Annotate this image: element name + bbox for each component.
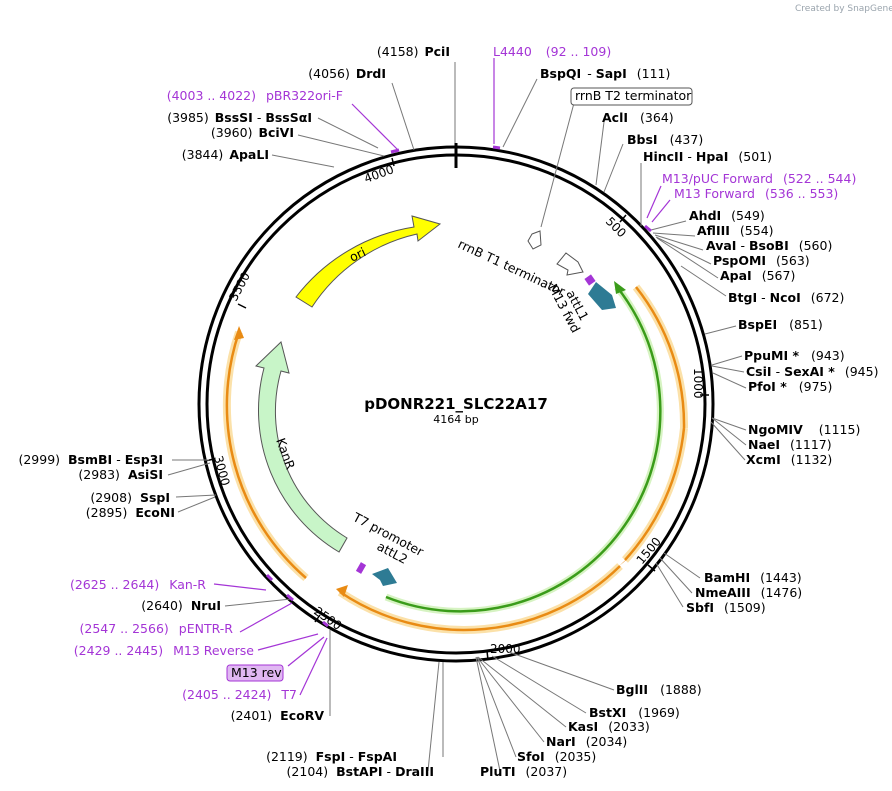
primer-m13-rev: M13 rev <box>231 665 282 680</box>
orf-arcs <box>222 284 689 634</box>
site-nari: NarI(2034) <box>546 734 627 749</box>
primer-marks <box>265 145 652 628</box>
primer-l4440: L4440(92 .. 109) <box>493 44 611 59</box>
site-apai: ApaI(567) <box>720 268 795 283</box>
site-bamhi: BamHI(1443) <box>704 570 802 585</box>
kanr-arrow <box>255 341 348 553</box>
orf-arrowhead <box>619 554 632 566</box>
orf-arc-left <box>225 331 307 579</box>
site-kasi: KasI(2033) <box>568 719 650 734</box>
site-nrui: (2640)NruI <box>141 598 221 613</box>
site-sbfi: SbfI(1509) <box>686 600 766 615</box>
site-bstapi: (2104)BstAPI-DraIII <box>287 764 434 779</box>
site-apali: (3844)ApaLI <box>182 147 269 162</box>
site-hincii: HincII-HpaI(501) <box>643 149 772 164</box>
snapgene-watermark: Created by SnapGene <box>795 4 892 14</box>
tick-label: 2000 <box>490 642 521 656</box>
site-btgi: BtgI-NcoI(672) <box>728 290 844 305</box>
tick-label: 4000 <box>362 162 395 186</box>
site-bbsi: BbsI(437) <box>627 132 703 147</box>
site-sspi: (2908)SspI <box>90 490 170 505</box>
site-bspqi: BspQI-SapI(111) <box>540 66 670 81</box>
rrnb-t2-terminator-box <box>570 87 693 106</box>
leader-lines <box>167 58 747 772</box>
tick-label: 3500 <box>226 270 253 304</box>
site-ahdi: AhdI(549) <box>689 208 765 223</box>
tick-label: 1000 <box>691 368 705 399</box>
orf-arc-right <box>635 286 686 429</box>
site-pspomi: PspOMI(563) <box>713 253 810 268</box>
orf-arc-lower-right <box>624 427 686 561</box>
orf-green-arc <box>385 286 662 613</box>
tick-label: 500 <box>603 214 629 240</box>
site-pcii: (4158)PciI <box>377 44 450 59</box>
site-aflIII: AflIII(554) <box>697 223 774 238</box>
tick-label: 2500 <box>311 604 344 633</box>
primer-t7: (2405 .. 2424)T7 <box>182 687 297 702</box>
m13-fwd-marker <box>584 274 596 286</box>
orf-arrowhead <box>336 585 348 597</box>
primer-m13-puc-forward: M13/pUC Forward(522 .. 544) <box>662 171 856 186</box>
rrnb-t2-terminator-marker <box>527 230 542 250</box>
site-bglii: BglII(1888) <box>616 682 702 697</box>
tick-marks <box>204 157 709 661</box>
primer-kan-r: (2625 .. 2644)Kan-R <box>70 577 206 592</box>
primer-m13-reverse: (2429 .. 2445)M13 Reverse <box>74 643 254 658</box>
site-drdi: (4056)DrdI <box>308 66 386 81</box>
site-pluti: PluTI(2037) <box>480 764 567 779</box>
site-pfoi: PfoI *(975) <box>748 379 832 394</box>
orf-arrowhead <box>234 326 244 340</box>
site-ppumi: PpuMI *(943) <box>744 348 845 363</box>
primer-pentr-r: (2547 .. 2566)pENTR-R <box>80 621 234 636</box>
site-bcivi: (3960)BciVI <box>211 125 294 140</box>
ori-arrow <box>295 215 442 308</box>
plasmid-name: pDONR221_SLC22A17 <box>364 395 548 413</box>
site-nmeaiii: NmeAIII(1476) <box>695 585 802 600</box>
site-sfoi: SfoI(2035) <box>517 749 596 764</box>
site-xcmi: XcmI(1132) <box>746 452 832 467</box>
orf-green-arrowhead <box>614 281 626 294</box>
site-fspi: (2119)FspI-FspAI <box>266 749 397 764</box>
primer-m13-forward: M13 Forward(536 .. 553) <box>674 186 838 201</box>
primer-pbr322ori-f: (4003 .. 4022)pBR322ori-F <box>167 88 343 103</box>
site-ngomiv: NgoMIV(1115) <box>748 422 860 437</box>
orf-arc-bottom <box>339 565 621 632</box>
site-asisi: (2983)AsiSI <box>78 467 163 482</box>
rrnb-t1-terminator-marker <box>556 252 584 276</box>
site-csii: CsiI-SexAI *(945) <box>746 364 878 379</box>
site-avai: AvaI-BsoBI(560) <box>706 238 832 253</box>
attl1-arrow <box>588 282 616 310</box>
site-acli: AclI(364) <box>602 110 674 125</box>
m13-rev-box <box>226 664 284 682</box>
site-bsssi: (3985)BssSI-BssSαI <box>167 110 312 125</box>
site-econi: (2895)EcoNI <box>86 505 175 520</box>
ori-label: ori <box>347 244 368 264</box>
site-bsmbi: (2999)BsmBI-Esp3I <box>18 452 163 467</box>
rrnb-t2-terminator-label: rrnB T2 terminator <box>575 88 692 103</box>
orf-green-halo <box>384 284 664 615</box>
site-naei: NaeI(1117) <box>748 437 832 452</box>
site-bstxi: BstXI(1969) <box>589 705 680 720</box>
plasmid-size: 4164 bp <box>433 413 478 426</box>
site-bspei: BspEI(851) <box>738 317 823 332</box>
site-ecorv: (2401)EcoRV <box>231 708 325 723</box>
t7-promoter-marker <box>355 562 367 574</box>
attl2-arrow <box>372 568 397 586</box>
